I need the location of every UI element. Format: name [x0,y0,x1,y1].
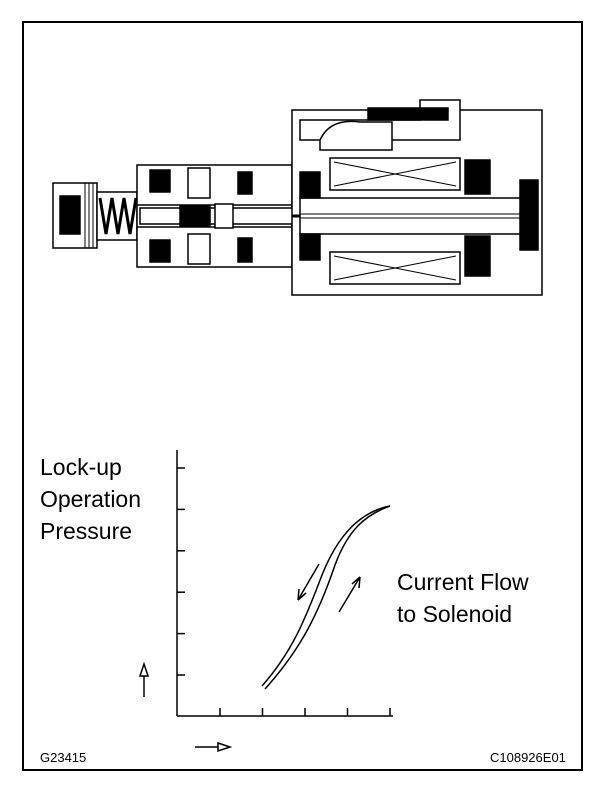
figure-code-right: C108926E01 [490,750,566,765]
legend-line-2: to Solenoid [397,601,513,627]
y-label-line-1: Lock-up [40,454,122,480]
legend-line-1: Current Flow [397,569,529,595]
legend-text: Current Flow to Solenoid [397,566,529,630]
spring [98,197,138,235]
figure-frame [22,21,583,771]
y-label-line-3: Pressure [40,518,133,544]
plunger [299,197,531,235]
figure-code-left: G23415 [40,750,87,765]
y-label-line-2: Operation [40,486,142,512]
y-axis-label: Lock-up Operation Pressure [40,451,141,547]
solenoid-valve-drawing [52,99,543,296]
